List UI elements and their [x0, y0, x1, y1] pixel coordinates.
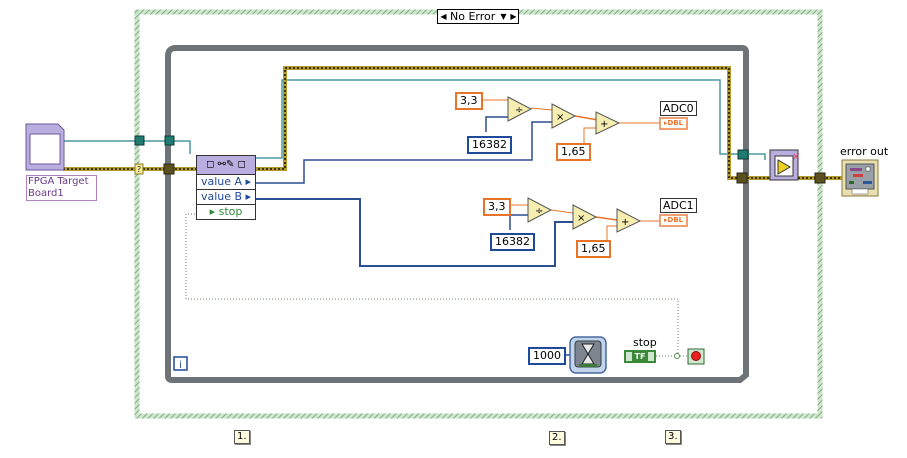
ref-tunnel-case-left	[134, 135, 145, 146]
fpga-read-write-node[interactable]: ◻ ⚯✎ ◻ value A ▸ value B ▸ ▸ stop	[196, 155, 256, 220]
voltage-constant-b[interactable]: 3,3	[483, 198, 511, 216]
item-stop[interactable]: ▸ stop	[209, 205, 243, 218]
svg-text:i: i	[179, 360, 182, 371]
stop-control-terminal[interactable]: TF	[624, 350, 656, 363]
error-tunnel-case-right	[814, 172, 826, 184]
divisor-constant-b[interactable]: 16382	[490, 233, 535, 251]
multiply-node-b[interactable]: ×	[572, 204, 598, 230]
item-value-b[interactable]: value B ▸	[197, 190, 255, 205]
value-b-wire	[254, 198, 573, 267]
divide-node-b[interactable]: ÷	[527, 197, 553, 223]
svg-text:×: ×	[556, 112, 564, 123]
channel-a-wires	[480, 99, 659, 146]
error-out-indicator[interactable]	[841, 159, 879, 197]
svg-text:÷: ÷	[535, 206, 543, 217]
item-value-a[interactable]: value A ▸	[197, 175, 255, 190]
svg-text:÷: ÷	[515, 105, 523, 116]
offset-constant-a[interactable]: 1,65	[556, 143, 591, 161]
step-tag-1: 1.	[234, 430, 250, 444]
iteration-terminal: i	[173, 356, 188, 371]
stop-control-label: stop	[633, 336, 657, 349]
offset-constant-b[interactable]: 1,65	[576, 240, 611, 258]
case-selector[interactable]: ◀ No Error ▼ ▶	[437, 9, 519, 24]
glasses-pencil-icon: ◻ ⚯✎ ◻	[197, 156, 255, 175]
step-tag-2: 2.	[549, 431, 565, 445]
case-dropdown-icon[interactable]: ▼	[500, 12, 507, 21]
divide-node-a[interactable]: ÷	[507, 96, 533, 122]
wait-ms-node[interactable]	[569, 336, 607, 374]
hourglass-icon	[579, 343, 597, 367]
add-node-b[interactable]: +	[616, 208, 642, 233]
fpga-target-label: FPGA Target Board1	[26, 175, 97, 201]
close-fpga-reference-node[interactable]: ✕	[769, 149, 800, 181]
error-tunnel-case-left	[134, 163, 144, 175]
adc0-label: ADC0	[660, 101, 697, 116]
wire-junction	[674, 353, 680, 359]
fpga-reference-node[interactable]	[25, 123, 65, 171]
tunnel-question: ?	[137, 165, 141, 174]
value-a-wire	[254, 121, 552, 184]
wait-ms-constant[interactable]: 1000	[528, 347, 566, 365]
stop-feedback-wire	[185, 213, 679, 356]
while-loop[interactable]	[165, 45, 749, 383]
add-node-a[interactable]: +	[595, 111, 621, 135]
error-shift-register-left	[163, 163, 175, 175]
error-shift-register-right	[736, 172, 748, 184]
svg-text:+: +	[600, 119, 608, 130]
svg-text:×: ×	[577, 213, 585, 224]
multiply-node-a[interactable]: ×	[551, 103, 577, 129]
step-tag-3: 3.	[665, 430, 681, 444]
divisor-constant-a[interactable]: 16382	[467, 136, 512, 154]
svg-text:+: +	[621, 217, 629, 228]
error-out-label: error out	[840, 145, 889, 158]
adc1-indicator[interactable]: ▸DBL	[659, 214, 689, 227]
ref-tunnel-loop-left	[164, 135, 175, 146]
fpga-icon	[777, 159, 791, 175]
adc1-label: ADC1	[660, 198, 697, 213]
close-x-icon: ✕	[792, 152, 800, 163]
ref-tunnel-loop-right	[737, 149, 749, 160]
voltage-constant-a[interactable]: 3,3	[455, 92, 483, 110]
case-next-arrow-icon[interactable]: ▶	[510, 12, 517, 21]
adc0-indicator[interactable]: ▸DBL	[659, 117, 689, 130]
loop-condition-terminal[interactable]	[687, 348, 705, 365]
error-wire	[63, 66, 845, 180]
case-selector-value: No Error	[450, 10, 496, 23]
case-prev-arrow-icon[interactable]: ◀	[440, 12, 447, 21]
